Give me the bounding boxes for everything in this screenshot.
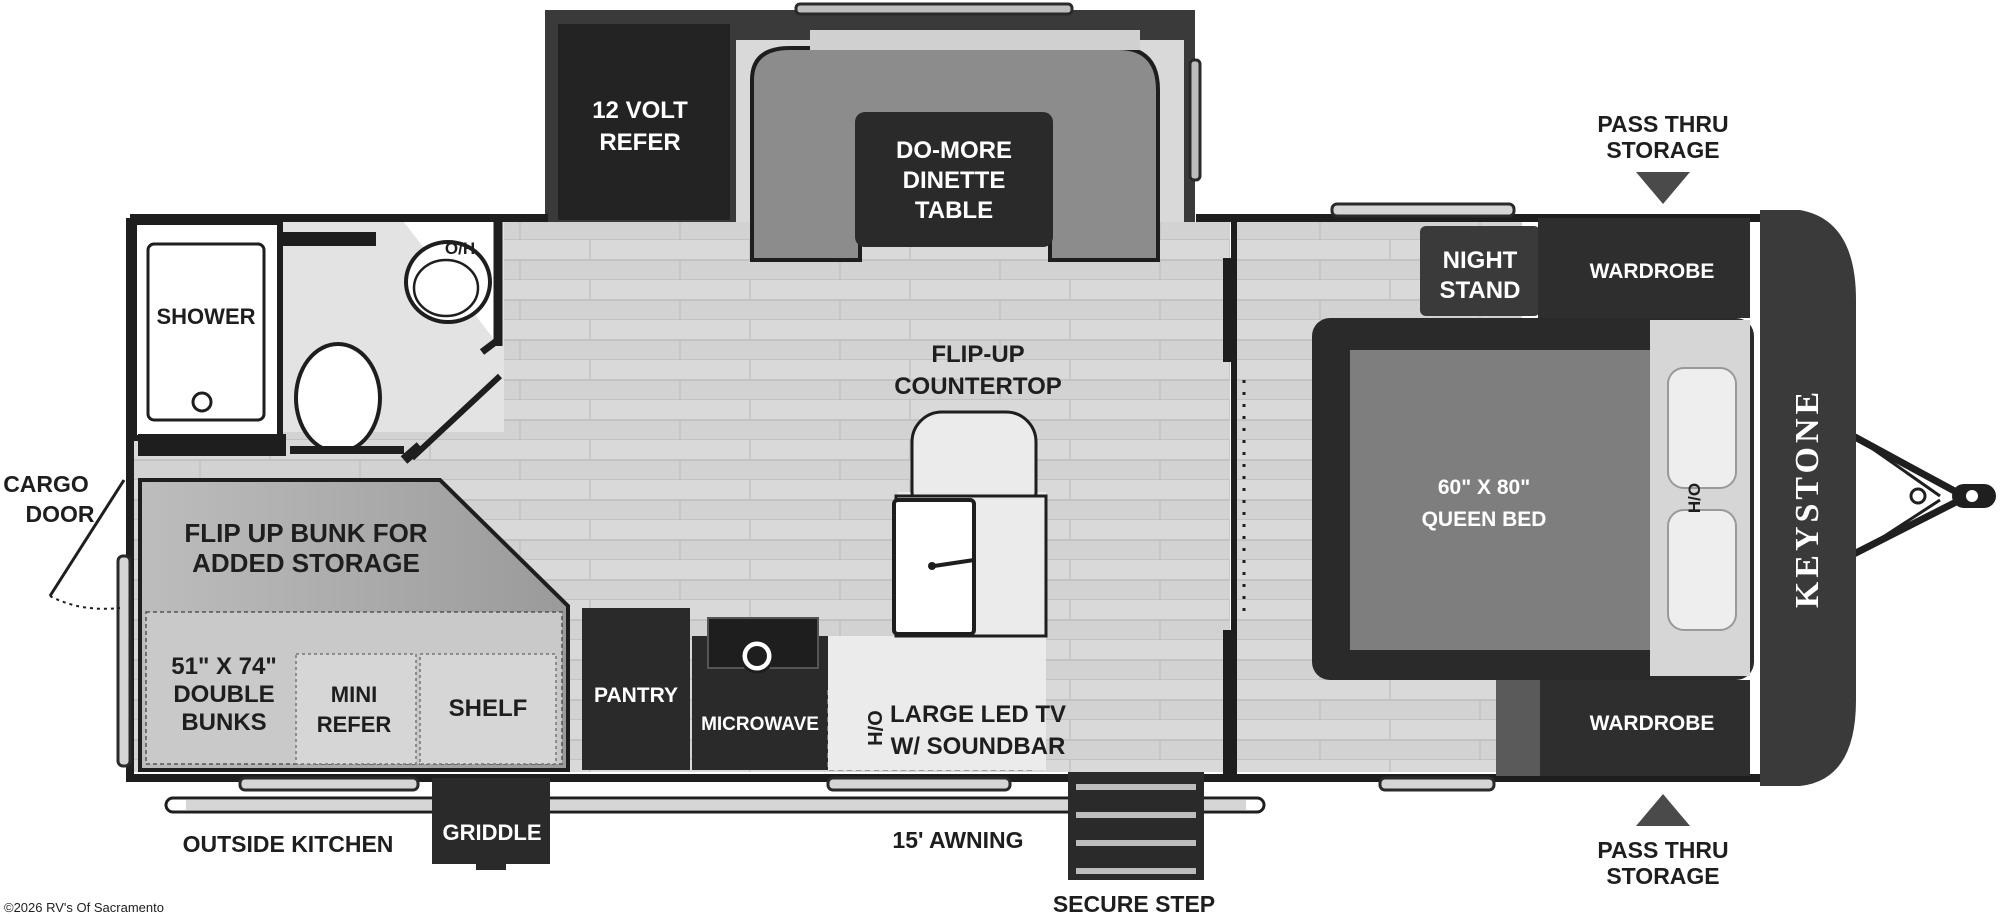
front-cap	[1760, 210, 1856, 786]
wardrobe-top-label: WARDROBE	[1590, 260, 1715, 283]
bedroom-window-top	[1330, 202, 1516, 218]
refer-label-line1: 12 VOLT	[592, 97, 688, 124]
nightstand-label-line2: STAND	[1440, 277, 1521, 304]
slide-side-window	[1188, 58, 1202, 182]
wardrobe-bottom-shape	[1538, 680, 1750, 776]
bath-oh-label: O/H	[445, 239, 475, 258]
bedroom-window-bottom	[1378, 776, 1496, 792]
tv-label-line1: LARGE LED TV	[890, 701, 1066, 728]
pantry-label: PANTRY	[594, 684, 678, 707]
shower-label: SHOWER	[157, 304, 256, 329]
bed-label-line2: QUEEN BED	[1422, 508, 1547, 531]
rear-window	[116, 554, 132, 768]
copyright-text: ©2026 RV's Of Sacramento	[4, 900, 164, 915]
bed-label-line1: 60" X 80"	[1438, 476, 1530, 499]
pass-thru-bottom-label-line1: PASS THRU	[1597, 837, 1728, 863]
secure-step-label: SECURE STEP	[1053, 891, 1215, 917]
griddle-label: GRIDDLE	[443, 820, 542, 845]
slide-top-window	[794, 2, 1074, 16]
bunks-label-line3: BUNKS	[181, 709, 266, 736]
countertop-label-line2: COUNTERTOP	[894, 373, 1062, 400]
mini-refer-label-line1: MINI	[331, 682, 377, 707]
microwave-label: MICROWAVE	[701, 714, 819, 735]
bunks-label-line2: DOUBLE	[173, 681, 274, 708]
wardrobe-bottom-label: WARDROBE	[1590, 712, 1715, 735]
shelf-label: SHELF	[449, 695, 528, 722]
cargo-door-label-line2: DOOR	[26, 501, 95, 527]
mini-refer-label-line2: REFER	[317, 712, 392, 737]
wardrobe-top-shape	[1538, 218, 1750, 318]
tv-label-line2: W/ SOUNDBAR	[891, 733, 1066, 760]
bunks-label-line1: 51" X 74"	[171, 653, 277, 680]
bed-oh-label: H/O	[1685, 483, 1704, 513]
countertop-label-line1: FLIP-UP	[931, 341, 1024, 368]
pass-thru-top-label-line1: PASS THRU	[1597, 111, 1728, 137]
pass-thru-top-arrow	[1636, 172, 1690, 204]
nightstand-shape	[1420, 226, 1540, 316]
pass-thru-top-label-line2: STORAGE	[1606, 137, 1719, 163]
dinette-label-line3: TABLE	[915, 197, 993, 224]
hitch-tongue	[1840, 426, 1996, 564]
refer-label-line2: REFER	[599, 129, 680, 156]
secure-step	[1068, 772, 1204, 880]
cargo-door-swing	[48, 479, 126, 597]
brand-logo-text: KEYSTONE	[1789, 388, 1826, 608]
awning-label: 15' AWNING	[892, 827, 1023, 853]
bunk-storage-label-line2: ADDED STORAGE	[192, 548, 420, 578]
pass-thru-bottom-arrow	[1636, 794, 1690, 826]
bath-door	[409, 373, 503, 461]
kitchen-window	[826, 776, 1012, 792]
pantry-shape	[582, 608, 690, 770]
pass-thru-bottom-label-line2: STORAGE	[1606, 863, 1719, 889]
queen-bed-mattress	[1350, 350, 1650, 650]
tv-oh-label: O/H	[863, 710, 885, 746]
nightstand-label-line1: NIGHT	[1443, 247, 1518, 274]
griddle-box	[432, 778, 550, 864]
dinette-label-line2: DINETTE	[903, 167, 1006, 194]
dinette-table-shape	[855, 112, 1053, 247]
bunk-window	[238, 776, 420, 792]
bunk-storage-label-line1: FLIP UP BUNK FOR	[184, 518, 427, 548]
cargo-door-label-line1: CARGO	[3, 471, 89, 497]
outside-kitchen-label: OUTSIDE KITCHEN	[183, 831, 394, 857]
dinette-label-line1: DO-MORE	[896, 137, 1012, 164]
